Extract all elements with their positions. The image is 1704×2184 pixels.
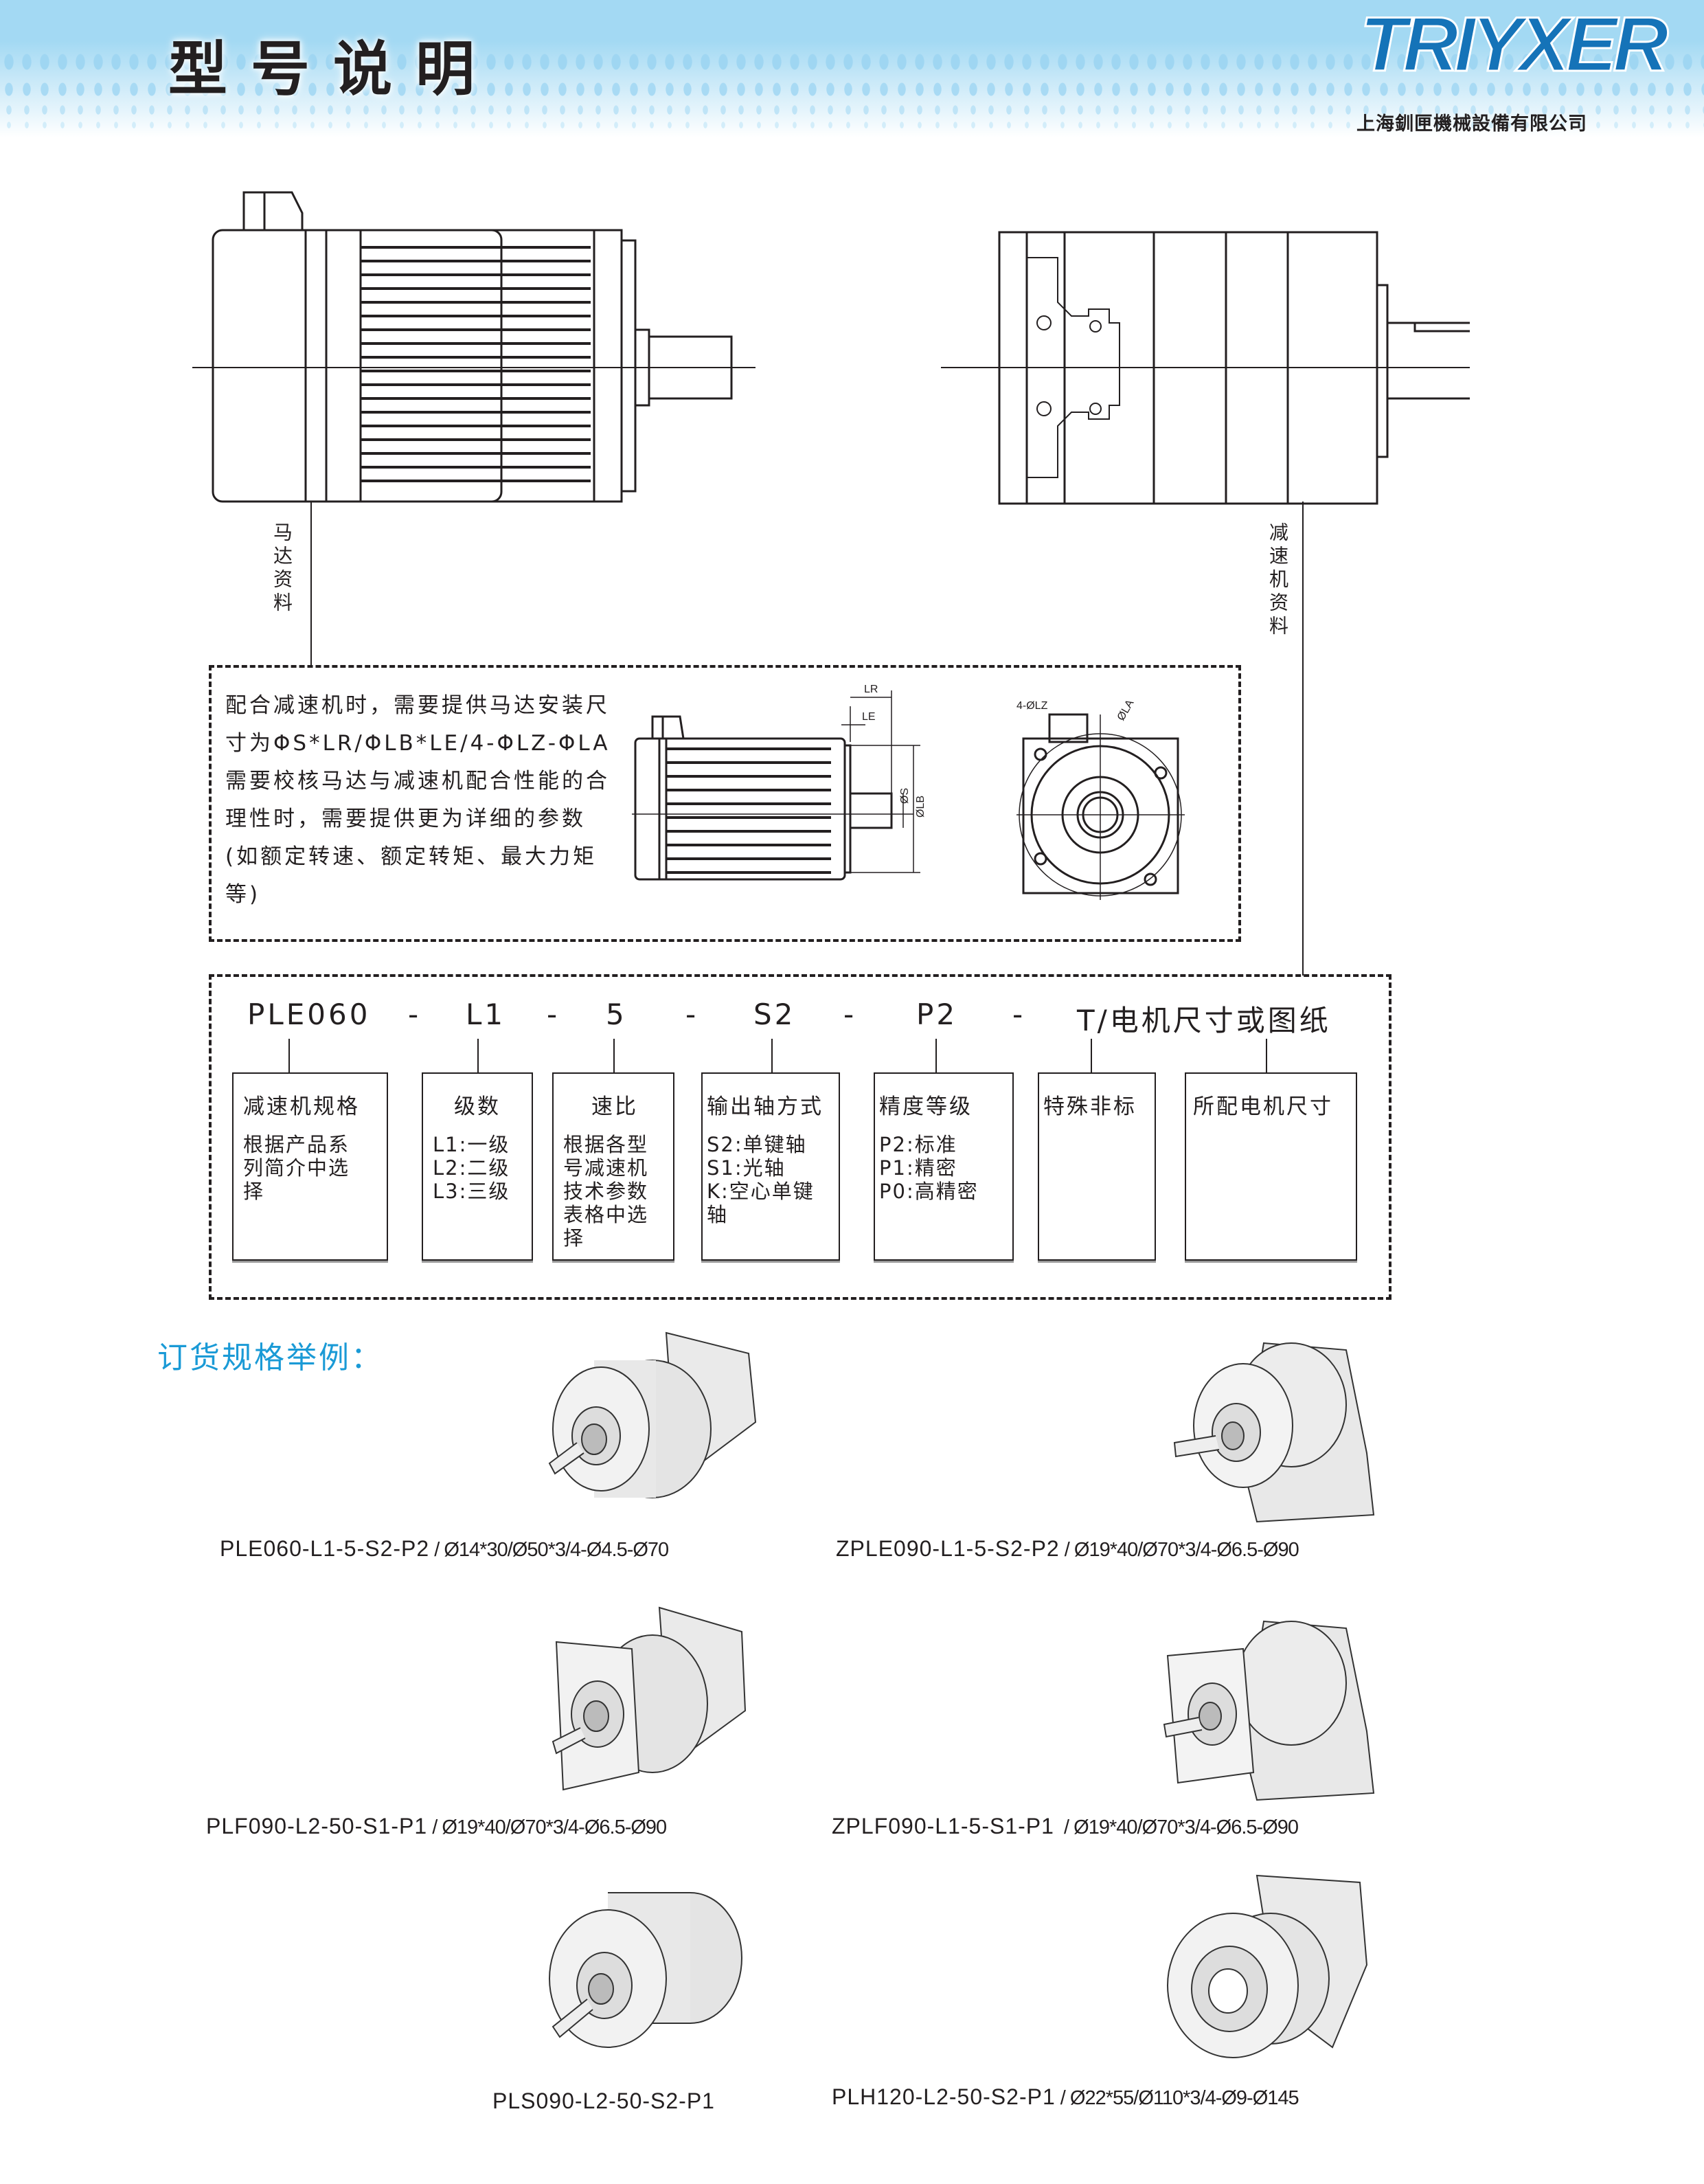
motor-label: 马达资料 xyxy=(271,522,293,616)
connector-line xyxy=(935,1039,937,1073)
page-title: 型号说明 xyxy=(168,35,498,104)
code-part-precision: P2 xyxy=(916,998,958,1031)
spec-box-body: 根据各型号减速机技术参数表格中选择 xyxy=(563,1133,649,1250)
dim-s-label: ØS xyxy=(899,788,911,804)
code-separator: - xyxy=(1012,998,1026,1031)
code-separator: - xyxy=(547,998,560,1031)
example-caption: PLH120-L2-50-S2-P1 / Ø22*55/Ø110*3/4-Ø9-… xyxy=(832,2084,1299,2109)
spec-box-title: 速比 xyxy=(591,1094,638,1119)
gearbox-image-plh120 xyxy=(1167,1874,1368,2058)
motor-side-drawing xyxy=(192,191,756,515)
motor-info-line: 理性时，需要提供更为详细的参数 xyxy=(225,807,586,831)
motor-dimension-drawing: LR LE ØS ØLB 4-ØLZ ØLA xyxy=(632,684,1185,900)
code-part-stage: L1 xyxy=(466,998,506,1031)
motor-info-line: 等) xyxy=(225,882,261,907)
code-part-series: PLE060 xyxy=(247,998,371,1031)
spec-box-size: 减速机规格 根据产品系列简介中选择 xyxy=(232,1072,388,1261)
spec-box-title: 所配电机尺寸 xyxy=(1193,1094,1333,1119)
connector-line xyxy=(1266,1039,1267,1073)
model-code-panel xyxy=(209,974,1391,1300)
connector-line xyxy=(613,1039,615,1073)
order-examples-title: 订货规格举例： xyxy=(157,1340,383,1375)
motor-info-line: 配合减速机时，需要提供马达安装尺 xyxy=(225,693,610,718)
code-part-motor: T/电机尺寸或图纸 xyxy=(1077,1004,1331,1037)
motor-info-panel xyxy=(209,665,1241,942)
gearbox-image-plf090 xyxy=(552,1606,747,1791)
example-caption: ZPLE090-L1-5-S2-P2 / Ø19*40/Ø70*3/4-Ø6.5… xyxy=(836,1536,1299,1561)
code-separator: - xyxy=(408,998,422,1031)
code-part-shaft: S2 xyxy=(753,998,796,1031)
spec-box-motor-size: 所配电机尺寸 xyxy=(1185,1072,1357,1261)
example-caption: PLE060-L1-5-S2-P2 / Ø14*30/Ø50*3/4-Ø4.5-… xyxy=(220,1536,669,1561)
dim-la-label: ØLA xyxy=(1115,697,1137,723)
motor-info-line: 需要校核马达与减速机配合性能的合 xyxy=(225,769,610,793)
code-separator: - xyxy=(843,998,857,1031)
dim-lb-label: ØLB xyxy=(915,796,927,818)
gearbox-image-pls090 xyxy=(549,1892,742,2048)
reducer-leader-line xyxy=(1302,502,1304,976)
example-caption: PLF090-L2-50-S1-P1 / Ø19*40/Ø70*3/4-Ø6.5… xyxy=(206,1814,667,1838)
brand-logo: TRIYXER xyxy=(1359,1,1669,89)
reducer-label: 减速机资料 xyxy=(1266,522,1289,639)
spec-box-title: 级数 xyxy=(454,1094,501,1119)
dim-lr-label: LR xyxy=(864,684,878,695)
connector-line xyxy=(771,1039,773,1073)
connector-line xyxy=(477,1039,479,1073)
header-banner xyxy=(0,0,1704,137)
code-part-ratio: 5 xyxy=(606,998,627,1031)
spec-box-body: 根据产品系列简介中选择 xyxy=(243,1133,350,1203)
connector-line xyxy=(288,1039,290,1073)
example-caption: ZPLF090-L1-5-S1-P1 / Ø19*40/Ø70*3/4-Ø6.5… xyxy=(832,1814,1299,1838)
spec-box-title: 减速机规格 xyxy=(243,1094,360,1119)
dim-le-label: LE xyxy=(862,711,876,723)
code-separator: - xyxy=(685,998,699,1031)
spec-box-title: 特殊非标 xyxy=(1043,1094,1137,1119)
motor-leader-line xyxy=(310,502,312,666)
motor-info-line: 寸为ΦS*LR/ΦLB*LE/4-ΦLZ-ΦLA xyxy=(225,731,611,756)
reducer-side-drawing xyxy=(941,231,1470,508)
company-name: 上海釧匣機械設備有限公司 xyxy=(1356,113,1587,135)
dim-lz-label: 4-ØLZ xyxy=(1016,700,1048,712)
connector-line xyxy=(1091,1039,1092,1073)
gearbox-image-zple090 xyxy=(1173,1342,1375,1523)
gearbox-image-ple060 xyxy=(548,1331,757,1498)
spec-box-ratio: 速比 根据各型号减速机技术参数表格中选择 xyxy=(552,1072,674,1261)
gearbox-image-zplf090 xyxy=(1163,1620,1375,1801)
spec-box-title: 输出轴方式 xyxy=(707,1094,823,1119)
motor-info-line: (如额定转速、额定转矩、最大力矩 xyxy=(225,844,598,869)
spec-box-title: 精度等级 xyxy=(879,1094,973,1119)
motor-info-text: 配合减速机时，需要提供马达安装尺 寸为ΦS*LR/ΦLB*LE/4-ΦLZ-ΦL… xyxy=(225,687,637,914)
example-caption: PLS090-L2-50-S2-P1 xyxy=(492,2089,715,2113)
spec-box-special: 特殊非标 xyxy=(1038,1072,1156,1261)
